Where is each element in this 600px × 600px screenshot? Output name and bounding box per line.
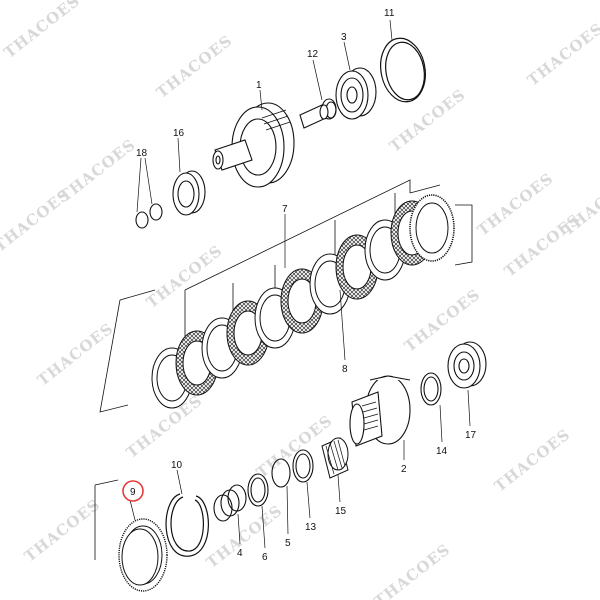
spring-4 [213,484,247,522]
watermark: THACOES [34,319,117,389]
callout-13: 13 [305,522,317,533]
callout-9: 9 [130,487,136,498]
needle-bearing-15 [321,437,349,479]
callout-15: 15 [335,506,347,517]
ring-13 [292,449,314,483]
callout-2: 2 [401,464,407,475]
callout-4: 4 [237,548,243,559]
callout-11: 11 [384,8,395,19]
watermark: THACOES [21,495,104,565]
ring-6 [247,473,269,507]
callout-8: 8 [342,364,348,375]
callout-16: 16 [173,128,185,139]
watermark: THACOES [524,19,600,89]
clutch-plates [151,194,455,409]
watermark: THACOES [143,241,226,311]
watermark: THACOES [203,501,286,571]
callout-7: 7 [282,204,288,215]
bearing-3 [335,67,377,120]
callout-6: 6 [262,552,268,563]
ring-11 [380,37,426,103]
ring-14 [420,372,442,406]
watermark: THACOES [474,169,557,239]
shaft-1 [212,102,329,188]
callout-17: 17 [465,430,477,441]
callout-5: 5 [285,538,291,549]
callout-9-highlight-circle [122,480,144,502]
callout-14: 14 [436,446,448,457]
snap-ring-10 [165,493,209,557]
callout-3: 3 [341,32,347,43]
callout-1: 1 [256,80,262,91]
leader-lines [129,19,471,549]
ring-5 [271,458,291,488]
watermark: THACOES [371,540,454,600]
bearing-17 [447,341,487,389]
watermark: THACOES [1,0,84,62]
plate-9 [118,518,168,592]
watermark: THACOES [491,425,574,495]
callout-10: 10 [171,460,183,471]
hub-2 [349,375,411,447]
watermark: THACOES [153,31,236,101]
bearing-16 [172,170,206,216]
watermark: THACOES [0,185,74,255]
rings-18 [135,203,163,229]
callout-12: 12 [307,49,319,60]
callout-labels: 11 3 12 1 16 18 7 8 2 14 17 15 13 5 6 4 … [122,8,477,563]
watermark: THACOES [501,210,584,280]
callout-18: 18 [136,148,148,159]
lower-frame [94,479,119,560]
